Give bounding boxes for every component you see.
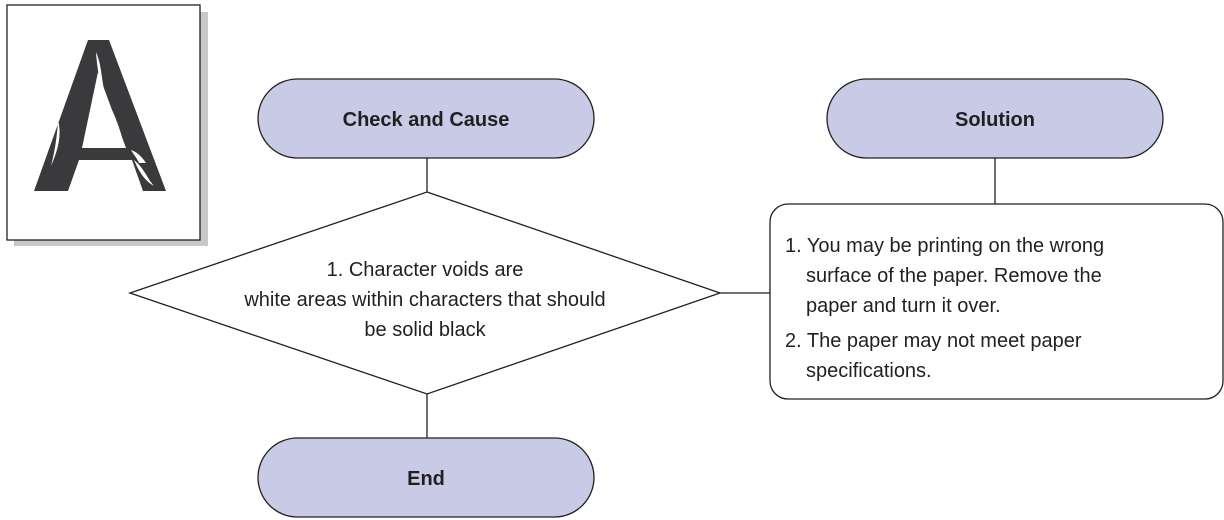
end-terminal: End — [257, 437, 595, 518]
solution-item-2-line-2: specifications. — [806, 360, 932, 382]
decision-line-2: white areas within characters that shoul… — [243, 289, 605, 311]
decision-line-1: 1. Character voids are — [327, 259, 524, 281]
sample-page-illustration — [6, 4, 208, 246]
solution-label: Solution — [955, 109, 1035, 131]
end-label: End — [407, 468, 445, 490]
solution-terminal: Solution — [826, 78, 1164, 159]
connectors — [426, 158, 996, 438]
solution-item-1-line-3: paper and turn it over. — [806, 295, 1001, 317]
decision-line-3: be solid black — [364, 319, 486, 341]
solution-box: 1. You may be printing on the wrong surf… — [769, 203, 1224, 400]
decision-diamond: 1. Character voids are white areas withi… — [127, 191, 722, 395]
solution-item-2-line-1: 2. The paper may not meet paper — [785, 330, 1082, 352]
solution-item-1-line-2: surface of the paper. Remove the — [806, 265, 1102, 287]
check-and-cause-label: Check and Cause — [343, 109, 510, 131]
check-and-cause-terminal: Check and Cause — [257, 78, 595, 159]
letter-a-with-voids-icon — [34, 40, 166, 191]
solution-item-1-line-1: 1. You may be printing on the wrong — [785, 235, 1104, 257]
